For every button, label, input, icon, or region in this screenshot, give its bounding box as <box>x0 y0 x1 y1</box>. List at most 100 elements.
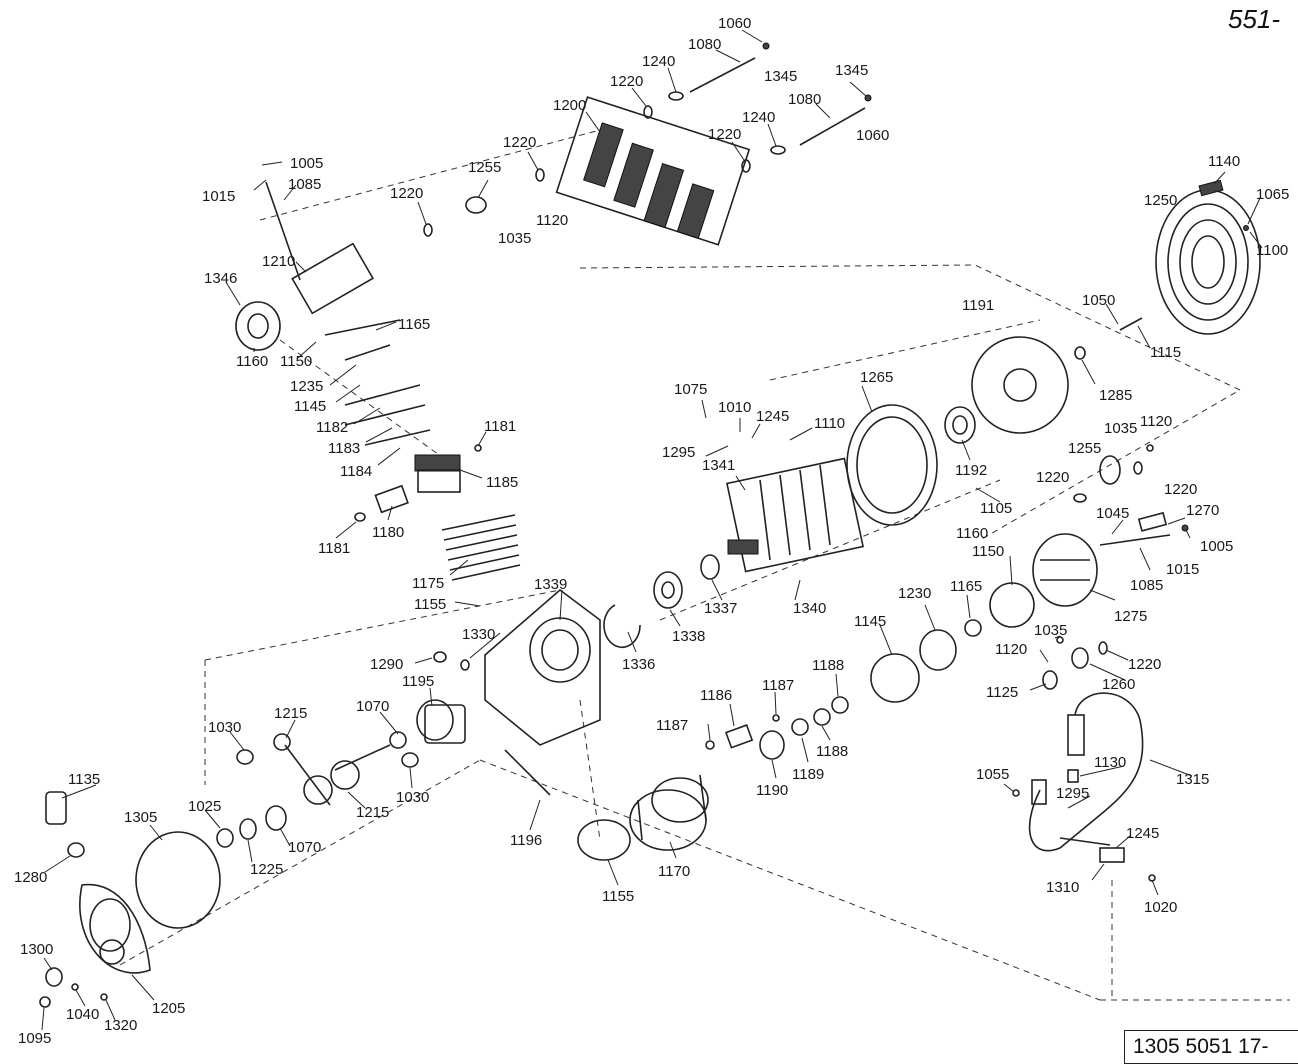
part-number-label: 1310 <box>1046 879 1079 896</box>
part-number-label: 1095 <box>18 1030 51 1047</box>
leader-lines <box>41 29 1263 1031</box>
part-number-label: 1315 <box>1176 771 1209 788</box>
part-number-label: 1070 <box>356 698 389 715</box>
part-number-label: 1145 <box>294 398 326 415</box>
part-number-label: 1170 <box>658 863 690 880</box>
part-number-label: 1035 <box>1034 622 1067 639</box>
part-number-label: 1215 <box>274 705 307 722</box>
part-number-label: 1181 <box>484 418 516 435</box>
part-number-label: 1338 <box>672 628 705 645</box>
part-number-label: 1184 <box>340 463 372 480</box>
part-number-label: 1155 <box>414 596 446 613</box>
part-number-label: 1180 <box>372 524 404 541</box>
part-number-label: 1115 <box>1150 344 1181 361</box>
impeller-block-shape <box>555 96 751 246</box>
part-number-label: 1040 <box>66 1006 99 1023</box>
part-number-label: 1110 <box>814 415 845 432</box>
part-number-label: 1030 <box>208 719 241 736</box>
part-number-label: 1140 <box>1208 153 1240 170</box>
part-number-label: 1175 <box>412 575 444 592</box>
part-number-label: 1300 <box>20 941 53 958</box>
part-number-label: 1280 <box>14 869 47 886</box>
part-number-label: 1060 <box>718 15 751 32</box>
part-number-label: 1085 <box>288 176 321 193</box>
part-number-label: 1188 <box>812 657 844 674</box>
part-number-label: 1183 <box>328 440 360 457</box>
part-number-label: 1130 <box>1094 754 1126 771</box>
part-number-label: 1135 <box>68 771 100 788</box>
part-number-label: 1295 <box>1056 785 1089 802</box>
part-number-label: 1336 <box>622 656 655 673</box>
part-number-label: 1205 <box>152 1000 185 1017</box>
part-number-label: 1160 <box>236 353 268 370</box>
part-number-label: 1070 <box>288 839 321 856</box>
part-number-label: 1015 <box>1166 561 1199 578</box>
part-number-label: 1195 <box>402 673 434 690</box>
part-number-label: 1345 <box>835 62 868 79</box>
part-number-label: 1270 <box>1186 502 1219 519</box>
part-number-label: 1255 <box>468 159 501 176</box>
part-number-label: 1330 <box>462 626 495 643</box>
part-number-label: 1340 <box>793 600 826 617</box>
part-number-label: 1055 <box>976 766 1009 783</box>
part-number-label: 1275 <box>1114 608 1147 625</box>
part-number-label: 1346 <box>204 270 237 287</box>
part-number-label: 1220 <box>1128 656 1161 673</box>
part-shapes <box>39 42 1261 1008</box>
part-number-label: 1210 <box>262 253 295 270</box>
part-number-label: 1320 <box>104 1017 137 1034</box>
part-number-label: 1220 <box>503 134 536 151</box>
part-number-label: 1080 <box>788 91 821 108</box>
part-number-label: 1165 <box>398 316 430 333</box>
part-number-label: 1182 <box>316 419 348 436</box>
fin-stack-shape <box>441 514 521 581</box>
part-number-label: 1105 <box>980 500 1012 517</box>
part-number-label: 1245 <box>1126 825 1159 842</box>
part-number-label: 1260 <box>1102 676 1135 693</box>
part-number-label: 1345 <box>764 68 797 85</box>
part-number-label: 1295 <box>662 444 695 461</box>
part-number-label: 1005 <box>1200 538 1233 555</box>
part-number-label: 1186 <box>700 687 732 704</box>
part-number-label: 1189 <box>792 766 824 783</box>
part-number-label: 1337 <box>704 600 737 617</box>
part-number-label: 1339 <box>534 576 567 593</box>
part-number-label: 1225 <box>250 861 283 878</box>
part-number-label: 1196 <box>510 832 542 849</box>
part-number-label: 1230 <box>898 585 931 602</box>
part-number-label: 1120 <box>536 212 568 229</box>
part-number-label: 1080 <box>688 36 721 53</box>
part-number-label: 1290 <box>370 656 403 673</box>
part-number-label: 1010 <box>718 399 751 416</box>
part-number-label: 1240 <box>642 53 675 70</box>
part-number-label: 1165 <box>950 578 982 595</box>
part-number-label: 1155 <box>602 888 634 905</box>
part-number-label: 1245 <box>756 408 789 425</box>
motor-shape <box>726 457 864 573</box>
document-id: 1305 5051 17- <box>1124 1030 1298 1064</box>
part-number-label: 1285 <box>1099 387 1132 404</box>
part-number-label: 1160 <box>956 525 988 542</box>
part-number-label: 1150 <box>972 543 1004 560</box>
part-number-label: 1220 <box>390 185 423 202</box>
part-number-label: 1030 <box>396 789 429 806</box>
part-number-label: 1265 <box>860 369 893 386</box>
page-number: 551- <box>1228 4 1281 34</box>
part-number-label: 1305 <box>124 809 157 826</box>
part-number-label: 1190 <box>756 782 788 799</box>
part-number-label: 1250 <box>1144 192 1177 209</box>
part-number-label: 1005 <box>290 155 323 172</box>
part-number-label: 1185 <box>486 474 518 491</box>
part-number-label: 1020 <box>1144 899 1177 916</box>
part-number-label: 1220 <box>610 73 643 90</box>
part-number-label: 1191 <box>962 297 994 314</box>
part-number-label: 1240 <box>742 109 775 126</box>
crankcase-shape <box>484 588 601 746</box>
part-number-label: 1065 <box>1256 186 1289 203</box>
part-number-label: 1145 <box>854 613 886 630</box>
part-number-label: 1120 <box>1140 413 1172 430</box>
part-number-label: 1035 <box>498 230 531 247</box>
part-number-label: 1220 <box>708 126 741 143</box>
part-number-label: 1050 <box>1082 292 1115 309</box>
part-number-label: 1085 <box>1130 577 1163 594</box>
